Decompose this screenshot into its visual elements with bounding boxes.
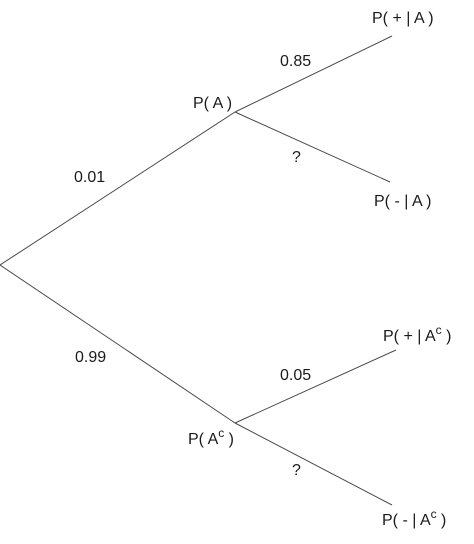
prob-pos-given-a: 0.85 (280, 53, 312, 70)
node-a: P( A ) (193, 95, 233, 112)
branch-root-to-ac (0, 264, 236, 424)
node-neg-given-ac-suffix: ) (436, 512, 447, 529)
node-a-complement-sup: c (218, 426, 225, 440)
branch-a-to-pos (234, 35, 393, 113)
node-neg-given-a: P( - | A ) (374, 193, 432, 210)
node-neg-given-ac-sup: c (430, 507, 437, 521)
prob-neg-given-a: ? (292, 149, 301, 166)
branch-ac-to-pos (234, 349, 397, 424)
node-a-complement-suffix: ) (224, 431, 235, 448)
node-neg-given-ac: P( - | Ac ) (382, 508, 447, 529)
prob-neg-given-ac: ? (292, 462, 301, 479)
branch-ac-to-neg (234, 422, 393, 506)
node-a-complement-prefix: P( A (188, 431, 219, 448)
node-pos-given-ac-sup: c (435, 323, 442, 337)
branch-a-to-neg (234, 111, 391, 183)
node-pos-given-a: P( + | A ) (372, 10, 434, 27)
branch-root-to-a (0, 111, 236, 266)
node-pos-given-ac-suffix: ) (441, 328, 452, 345)
node-neg-given-ac-prefix: P( - | A (382, 512, 431, 529)
prob-pos-given-ac: 0.05 (280, 367, 312, 384)
prob-a-complement: 0.99 (75, 349, 107, 366)
node-a-complement: P( Ac ) (188, 427, 235, 448)
node-pos-given-ac: P( + | Ac ) (383, 324, 452, 345)
node-pos-given-ac-prefix: P( + | A (383, 328, 436, 345)
prob-a: 0.01 (74, 169, 106, 186)
